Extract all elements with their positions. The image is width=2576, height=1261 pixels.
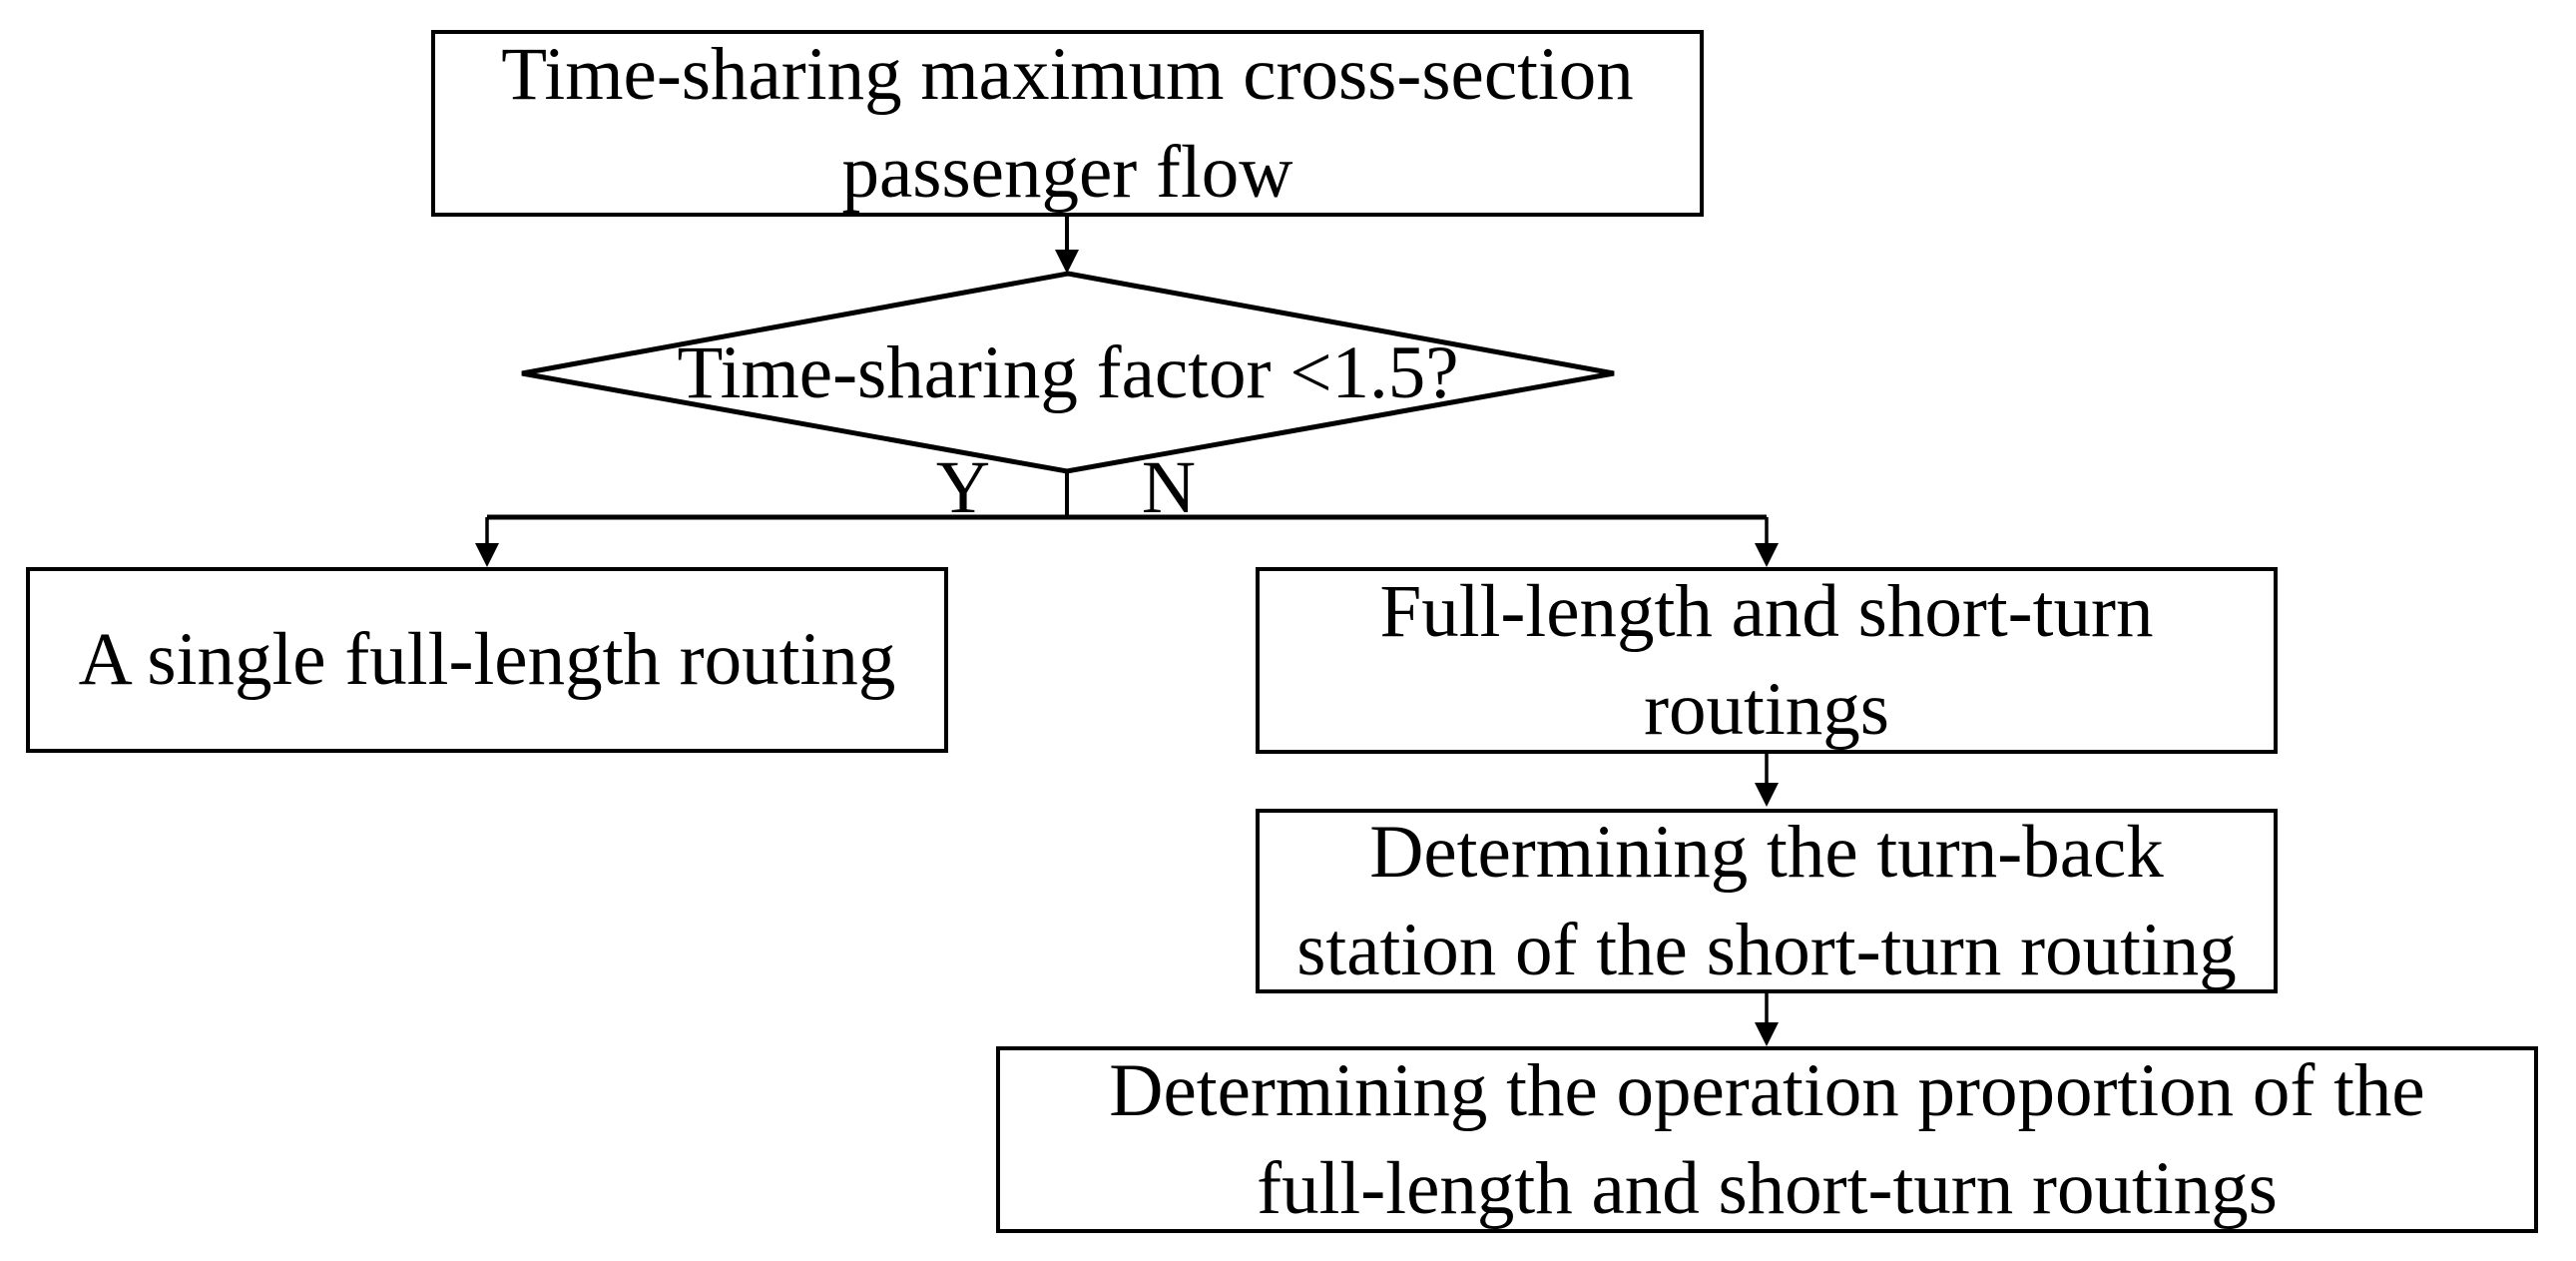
no-branch-node: Full-length and short-turn routings [1256,567,2278,754]
start-node: Time-sharing maximum cross-section passe… [431,30,1704,217]
arrow-start-to-decision [1055,217,1079,274]
yes-branch-node: A single full-length routing [26,567,948,753]
proportion-node: Determining the operation proportion of … [996,1046,2538,1233]
decision-yes-label: Y [935,446,991,529]
decision-label: Time-sharing factor <1.5? [677,330,1459,414]
decision-no-label: N [1141,446,1197,529]
arrow-no-to-turnback [1755,754,1779,807]
arrow-turnback-to-proportion [1755,993,1779,1046]
arrow-branch-to-yes [475,517,499,567]
arrow-branch-to-no [1755,517,1779,567]
turn-back-node: Determining the turn-back station of the… [1256,809,2278,993]
